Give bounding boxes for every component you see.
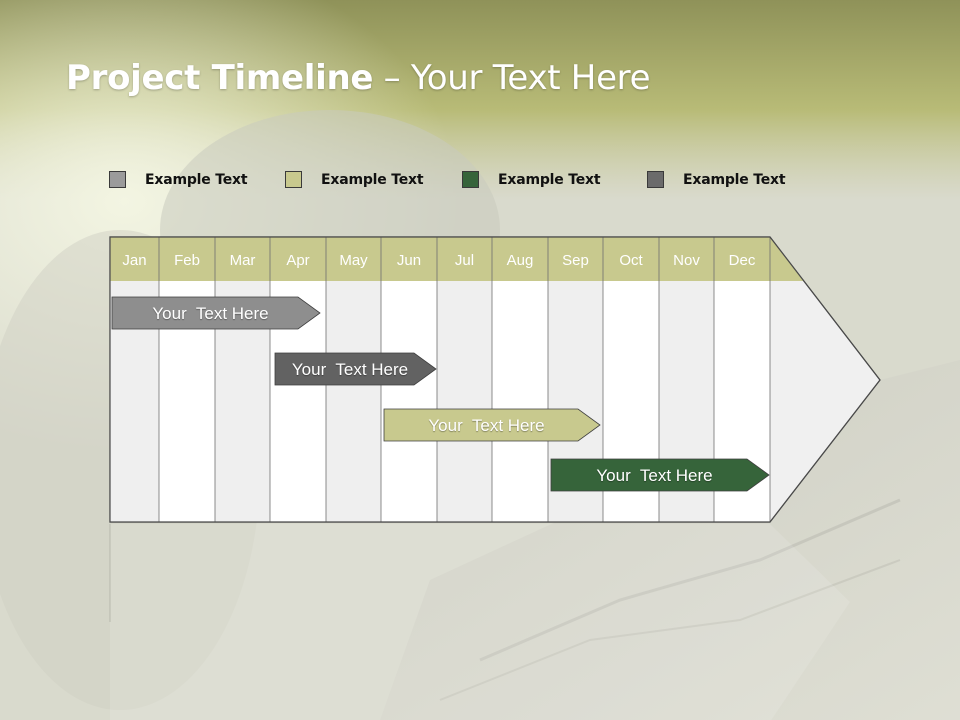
task-bar-2 (274, 352, 437, 386)
month-label-nov: Nov (673, 252, 700, 269)
month-label-jul: Jul (455, 252, 474, 269)
month-header-cell (110, 237, 159, 281)
month-header-cell (159, 237, 215, 281)
title-bold: Project Timeline (66, 58, 374, 98)
legend-swatch-3 (462, 171, 479, 188)
task-label-1: Your Text Here (152, 304, 268, 323)
month-header-cell (714, 237, 770, 281)
legend-label-1: Example Text (145, 171, 248, 188)
month-column-jul (437, 281, 492, 522)
task-label-2: Your Text Here (292, 360, 408, 379)
month-label-jan: Jan (122, 252, 146, 269)
legend-item-1: Example Text (109, 171, 248, 188)
month-header-cell (548, 237, 603, 281)
month-header-cell (659, 237, 714, 281)
slide-title: Project Timeline – Your Text Here (66, 58, 651, 98)
month-column-may (326, 281, 381, 522)
month-label-aug: Aug (507, 252, 534, 269)
month-header-cell (603, 237, 659, 281)
month-header-cell (270, 237, 326, 281)
legend-label-4: Example Text (683, 171, 786, 188)
month-header-cell (326, 237, 381, 281)
legend-swatch-1 (109, 171, 126, 188)
timeline-outline (109, 236, 881, 523)
month-header-cell (215, 237, 270, 281)
month-label-apr: Apr (286, 252, 309, 269)
month-label-feb: Feb (174, 252, 200, 269)
month-label-dec: Dec (729, 252, 756, 269)
month-header-cell (437, 237, 492, 281)
month-label-sep: Sep (562, 252, 589, 269)
legend-swatch-4 (647, 171, 664, 188)
legend-item-3: Example Text (462, 171, 601, 188)
task-bar-4 (550, 458, 770, 492)
month-label-may: May (339, 252, 368, 269)
legend-label-2: Example Text (321, 171, 424, 188)
task-label-3: Your Text Here (428, 416, 544, 435)
legend-item-2: Example Text (285, 171, 424, 188)
month-header-cell (492, 237, 548, 281)
month-column-jun (381, 281, 437, 522)
month-label-mar: Mar (230, 252, 256, 269)
legend-item-4: Example Text (647, 171, 786, 188)
month-label-oct: Oct (619, 252, 643, 269)
month-header-cell (381, 237, 437, 281)
legend-label-3: Example Text (498, 171, 601, 188)
task-bar-1 (111, 296, 321, 330)
task-bar-3 (383, 408, 601, 442)
month-column-aug (492, 281, 548, 522)
legend-swatch-2 (285, 171, 302, 188)
task-label-4: Your Text Here (596, 466, 712, 485)
month-label-jun: Jun (397, 252, 421, 269)
timeline-reflection (110, 524, 850, 720)
title-rest: – Your Text Here (373, 58, 651, 98)
